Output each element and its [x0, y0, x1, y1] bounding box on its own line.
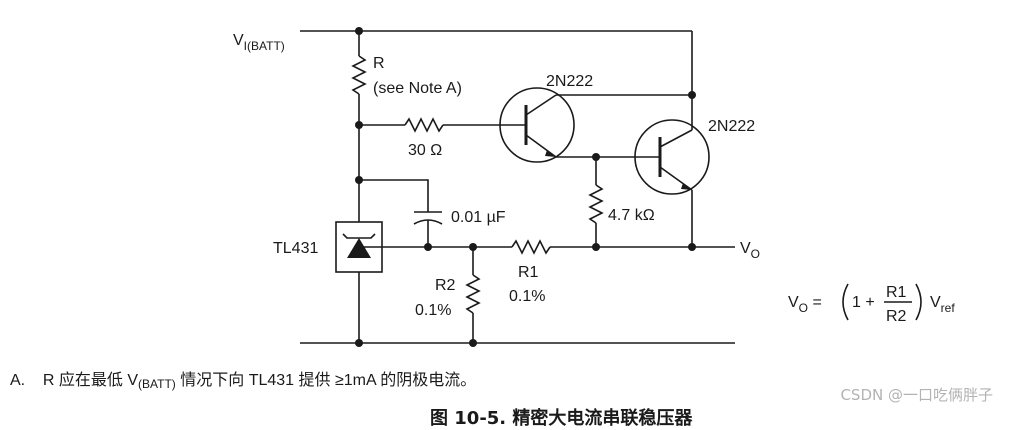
transistor-q2	[634, 119, 710, 195]
transistor-q1-label: 2N222	[546, 73, 593, 90]
watermark: CSDN @一口吃俩胖子	[840, 386, 993, 404]
resistor-r-label: R	[373, 55, 385, 72]
resistor-r1-tolerance: 0.1%	[509, 288, 545, 305]
ground-node-r2	[469, 339, 477, 347]
formula-numerator: R1	[886, 284, 907, 301]
transistor-q1	[499, 87, 692, 163]
ref-cap-node	[424, 243, 432, 251]
footnote-text-sub: (BATT)	[138, 377, 176, 391]
resistor-r-note: (see Note A)	[373, 80, 462, 97]
formula-one-plus: 1 +	[852, 294, 875, 311]
resistor-r1-label: R1	[518, 264, 539, 281]
svg-text:VO =: VO =	[788, 294, 822, 315]
input-voltage-label: VI(BATT)	[233, 32, 285, 53]
output-voltage-label: VO	[740, 240, 760, 261]
cap-top-wire	[359, 179, 429, 212]
resistor-4k7-label: 4.7 kΩ	[608, 207, 655, 224]
tl431-label: TL431	[273, 240, 318, 257]
ground-node-left	[355, 339, 363, 347]
resistor-30-ohm	[404, 117, 444, 133]
svg-text:Vref: Vref	[930, 294, 955, 315]
transistor-q2-label: 2N222	[708, 118, 755, 135]
formula-right-paren	[915, 283, 922, 321]
footnote-marker: A.	[10, 372, 26, 389]
r1-4k7-node	[592, 243, 600, 251]
formula-left-paren	[842, 283, 849, 321]
resistor-4k7	[588, 184, 604, 224]
circuit-diagram: VI(BATT) R (see Note A) 30 Ω 2N222 2N222	[233, 27, 955, 347]
formula-denominator: R2	[886, 308, 907, 325]
capacitor-label: 0.01 µF	[451, 209, 506, 226]
footnote-a: A. R 应在最低 V(BATT) 情况下向 TL431 提供 ≥1mA 的阴极…	[10, 366, 476, 391]
resistor-r2	[465, 274, 481, 314]
output-node	[688, 243, 696, 251]
output-voltage-formula: VO = 1 + R1 R2 Vref	[788, 283, 955, 325]
resistor-30-ohm-label: 30 Ω	[408, 142, 442, 159]
resistor-r2-tolerance: 0.1%	[415, 302, 451, 319]
tl431-shunt-regulator	[335, 221, 383, 273]
resistor-r1	[511, 239, 551, 255]
resistor-r2-label: R2	[435, 277, 456, 294]
figure-caption: 图 10-5. 精密大电流串联稳压器	[430, 408, 693, 429]
footnote-text-after: 情况下向 TL431 提供 ≥1mA 的阴极电流。	[175, 372, 477, 389]
resistor-r	[351, 55, 367, 95]
footnote-text-before: R 应在最低 V	[42, 372, 139, 389]
